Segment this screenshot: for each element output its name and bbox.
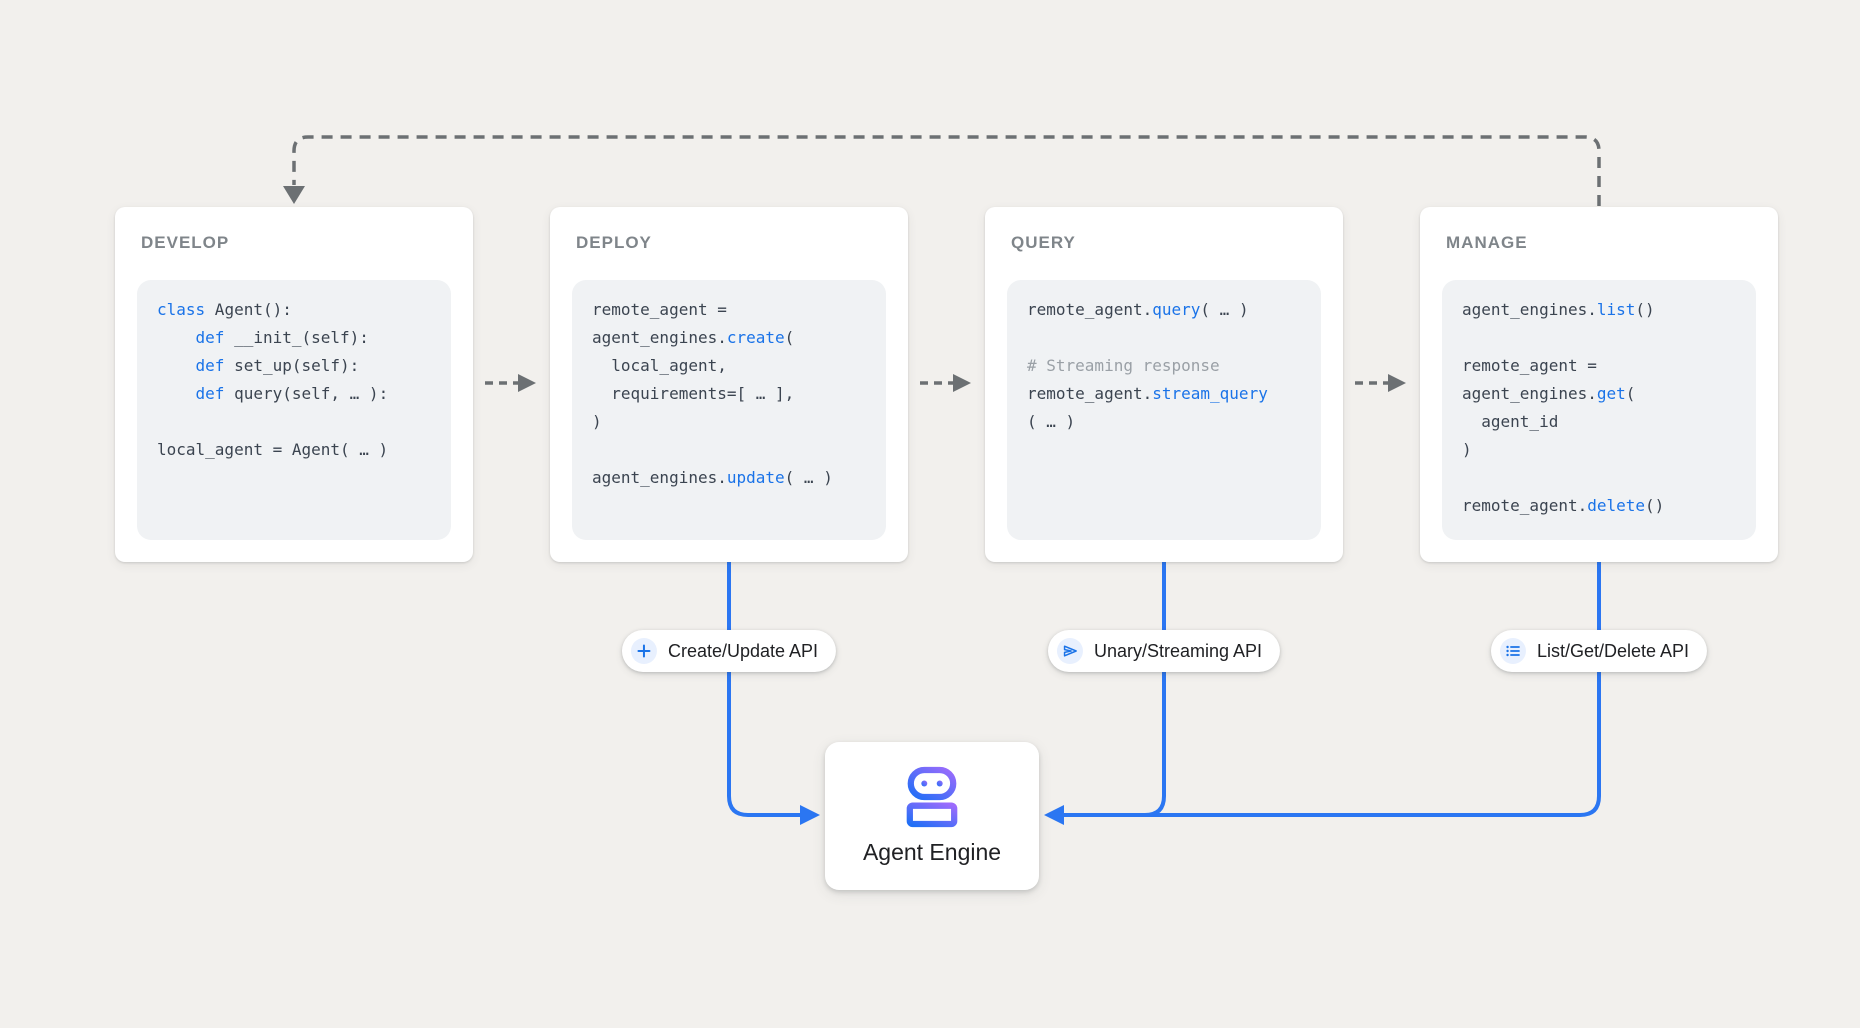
code-block-develop: class Agent(): def __init_(self): def se… [137, 280, 451, 540]
api-pill-unary-streaming: Unary/Streaming API [1047, 630, 1281, 672]
card-develop: DEVELOP class Agent(): def __init_(self)… [115, 207, 473, 562]
agent-engine-box: Agent Engine [825, 742, 1039, 890]
deploy-to-query-arrowhead [953, 374, 971, 392]
agent-engine-label: Agent Engine [862, 839, 1002, 865]
api-pill-label: Create/Update API [667, 640, 819, 661]
card-query: QUERY remote_agent.query( … ) # Streamin… [985, 207, 1343, 562]
card-manage: MANAGE agent_engines.list() remote_agent… [1420, 207, 1778, 562]
card-title-develop: DEVELOP [141, 233, 230, 252]
code-block-deploy: remote_agent =agent_engines.create( loca… [572, 280, 886, 540]
query-to-engine-arrowhead [1044, 805, 1064, 825]
card-deploy: DEPLOY remote_agent =agent_engines.creat… [550, 207, 908, 562]
api-pill-create-update: Create/Update API [621, 630, 837, 672]
card-title-query: QUERY [1011, 233, 1076, 252]
deploy-to-engine-line [727, 562, 800, 817]
code-block-manage: agent_engines.list() remote_agent =agent… [1442, 280, 1756, 540]
robot-icon [905, 766, 959, 828]
send-icon [1056, 638, 1083, 664]
code-block-query: remote_agent.query( … ) # Streaming resp… [1007, 280, 1321, 540]
deploy-to-engine-arrowhead [800, 805, 820, 825]
card-title-manage: MANAGE [1446, 233, 1528, 252]
plus-icon [630, 638, 657, 664]
query-to-manage-arrowhead [1388, 374, 1406, 392]
loop-back-dashed-line [292, 135, 1601, 206]
query-to-engine-line [1064, 562, 1166, 817]
loop-back-arrowhead [283, 186, 305, 204]
develop-to-deploy-arrowhead [518, 374, 536, 392]
api-pill-label: List/Get/Delete API [1536, 640, 1690, 661]
card-title-deploy: DEPLOY [576, 233, 652, 252]
manage-to-engine-line [1145, 562, 1601, 817]
api-pill-list-get-delete: List/Get/Delete API [1490, 630, 1708, 672]
list-icon [1499, 638, 1526, 664]
api-pill-label: Unary/Streaming API [1093, 640, 1263, 661]
